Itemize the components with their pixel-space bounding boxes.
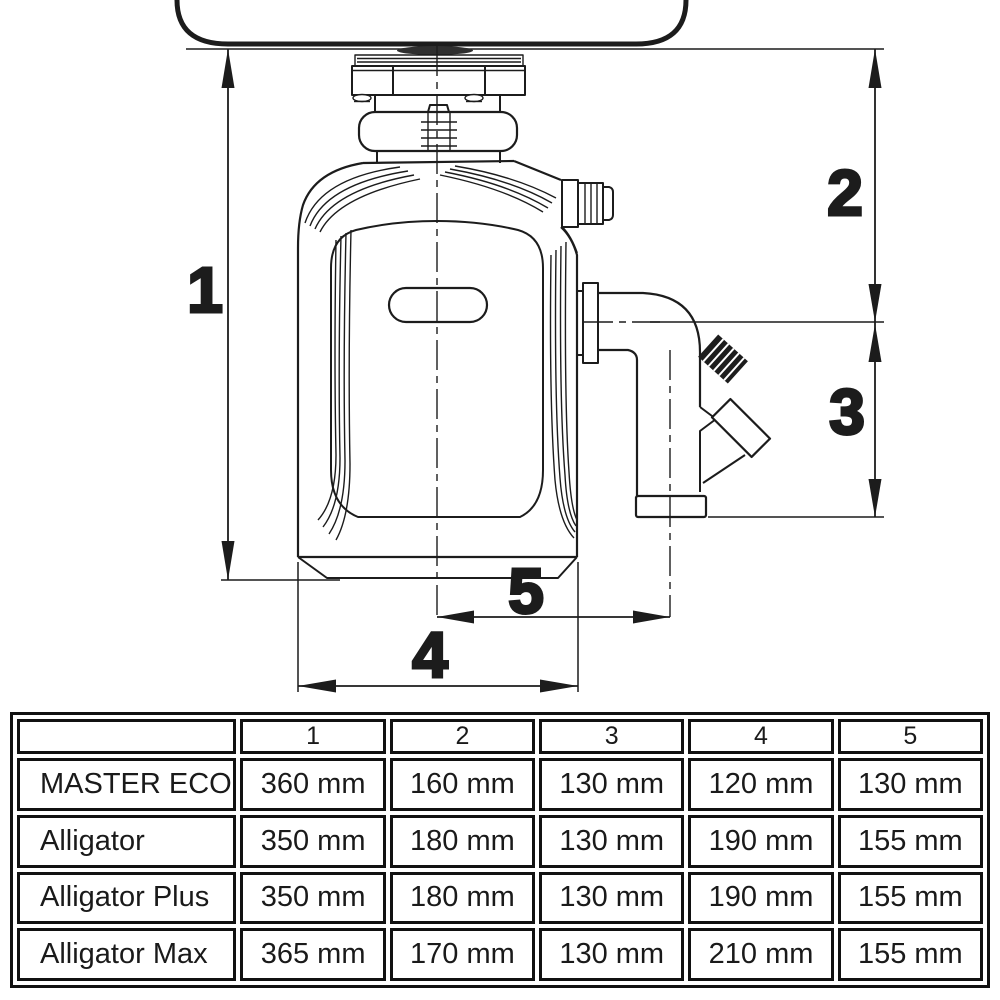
value-cell: 350 mm: [240, 871, 386, 925]
elbow-outer: [598, 291, 702, 407]
body-outline: [296, 159, 579, 559]
header-model: [17, 719, 237, 754]
branch-threads: [698, 334, 748, 384]
value-cell: 155 mm: [837, 814, 983, 868]
sink-flange: [397, 46, 473, 55]
value-cell: 350 mm: [240, 814, 386, 868]
mounting-assembly: [351, 46, 526, 163]
value-cell: 155 mm: [837, 871, 983, 925]
value-cell: 180 mm: [389, 814, 536, 868]
dimension-1-label: 1: [187, 254, 223, 326]
table-row: Alligator Plus 350 mm 180 mm 130 mm 190 …: [17, 871, 983, 925]
centerlines: [436, 46, 671, 617]
value-cell: 170 mm: [389, 928, 536, 981]
disposal-diagram: 1 2 3 5 4: [174, 0, 884, 693]
disposal-body: [296, 159, 579, 579]
body-oval-recess: [387, 286, 489, 324]
table-header-row: 1 2 3 4 5: [17, 719, 983, 754]
body-base: [297, 556, 578, 579]
header-dim-4: 4: [688, 719, 834, 754]
value-cell: 190 mm: [688, 814, 834, 868]
value-cell: 190 mm: [688, 871, 834, 925]
value-cell: 130 mm: [539, 758, 685, 811]
dimension-2-label: 2: [827, 157, 863, 229]
branch-web: [702, 454, 746, 484]
dimensions-table: 1 2 3 4 5 MASTER ECO 360 mm 160 mm 130 m…: [10, 712, 990, 988]
table-row: Alligator Max 365 mm 170 mm 130 mm 210 m…: [17, 928, 983, 981]
shoulder-stripes: [304, 165, 557, 233]
value-cell: 130 mm: [539, 814, 685, 868]
anti-vibration-coupling: [357, 110, 519, 153]
model-name: MASTER ECO: [17, 758, 237, 811]
value-cell: 130 mm: [539, 928, 685, 981]
dimension-1: 1: [186, 49, 340, 581]
header-dim-2: 2: [389, 719, 536, 754]
model-name: Alligator Max: [17, 928, 237, 981]
elbow-inner: [598, 348, 639, 496]
dishwasher-inlet-spout: [561, 179, 614, 254]
header-dim-1: 1: [240, 719, 386, 754]
sink-outline: [174, 0, 689, 47]
value-cell: 180 mm: [389, 871, 536, 925]
table-row: Alligator 350 mm 180 mm 130 mm 190 mm 15…: [17, 814, 983, 868]
sink: [174, 0, 884, 50]
model-name: Alligator Plus: [17, 871, 237, 925]
spout-tip: [602, 186, 614, 221]
inner-panel-stripes: [317, 229, 578, 541]
mounting-ring: [354, 54, 524, 67]
value-cell: 365 mm: [240, 928, 386, 981]
branch-nipple: [710, 397, 772, 459]
dimension-3: 3: [708, 322, 884, 518]
spout-collar: [561, 179, 579, 228]
value-cell: 120 mm: [688, 758, 834, 811]
value-cell: 130 mm: [539, 871, 685, 925]
outlet-boss: [582, 282, 599, 364]
value-cell: 360 mm: [240, 758, 386, 811]
mounting-screws: [352, 93, 484, 103]
dimension-3-label: 3: [829, 376, 865, 448]
dimension-5-label: 5: [508, 555, 544, 627]
table-row: MASTER ECO 360 mm 160 mm 130 mm 120 mm 1…: [17, 758, 983, 811]
value-cell: 155 mm: [837, 928, 983, 981]
discharge-flange: [634, 494, 708, 519]
dimension-2: 2: [650, 49, 884, 323]
dimension-4-label: 4: [412, 619, 448, 691]
value-cell: 160 mm: [389, 758, 536, 811]
dimension-5: 5: [437, 554, 670, 629]
dimension-4: 4: [297, 562, 579, 693]
header-dim-5: 5: [837, 719, 983, 754]
value-cell: 210 mm: [688, 928, 834, 981]
outlet-elbow: [577, 282, 772, 519]
mounting-bracket: [351, 65, 526, 96]
header-dim-3: 3: [539, 719, 685, 754]
inner-panel: [330, 220, 544, 518]
value-cell: 130 mm: [837, 758, 983, 811]
model-name: Alligator: [17, 814, 237, 868]
branch-notch: [699, 406, 717, 492]
